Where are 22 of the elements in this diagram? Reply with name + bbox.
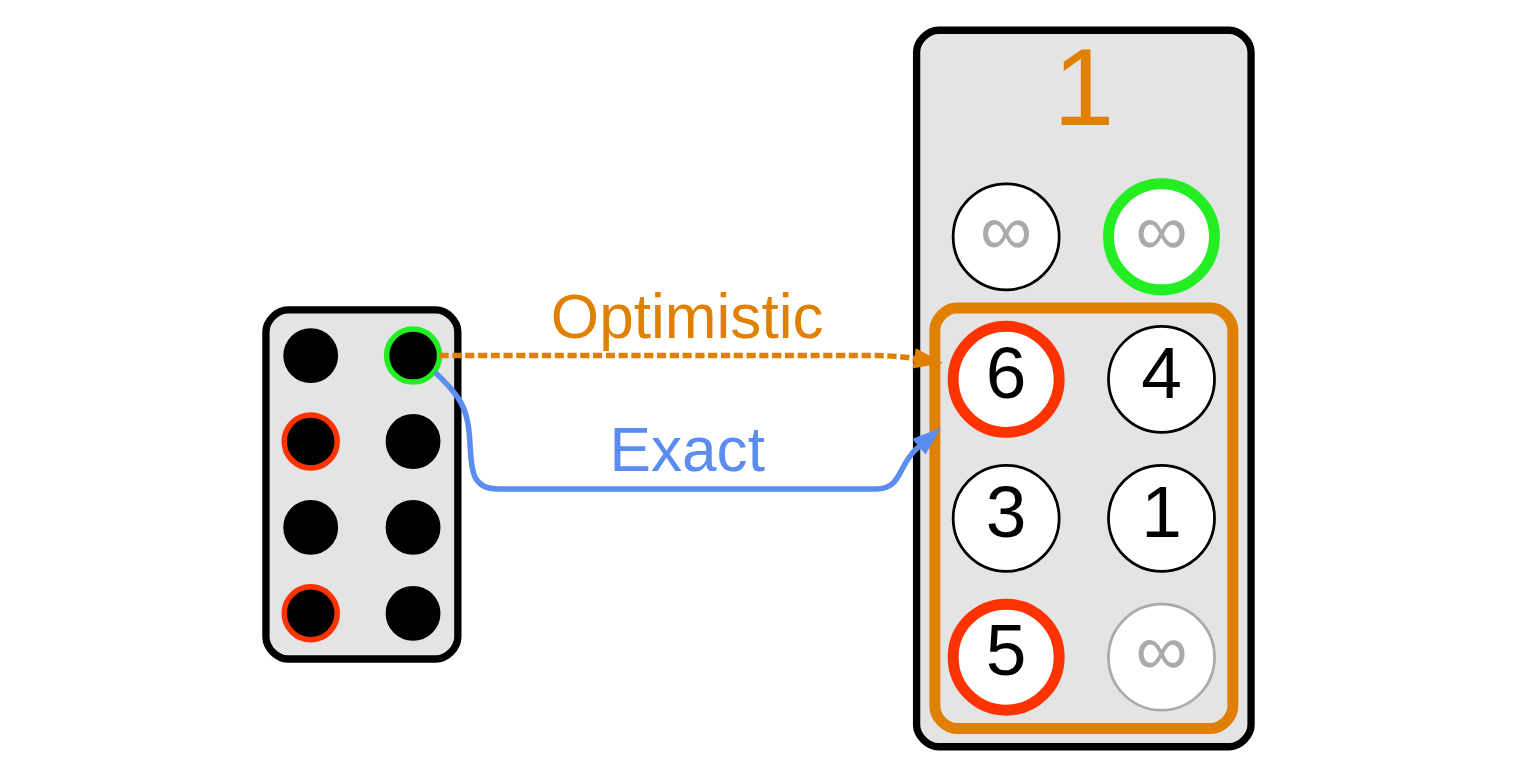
edge-label: Optimistic <box>550 281 824 351</box>
node-circle <box>283 328 339 383</box>
node-circle: ∞ <box>1103 178 1220 296</box>
node-circle: 3 <box>951 463 1061 573</box>
node-circle: 1 <box>1107 463 1216 573</box>
node-circle: 4 <box>1107 325 1216 434</box>
node-circle: 6 <box>947 320 1065 438</box>
node-circle <box>385 585 441 641</box>
node-circle <box>281 412 340 471</box>
node-circle <box>283 500 339 555</box>
cluster <box>929 302 1239 734</box>
arrow <box>439 348 944 369</box>
node-circle <box>281 584 340 643</box>
node-circle <box>383 326 443 385</box>
arrow <box>433 370 942 492</box>
node-circle: ∞ <box>1107 602 1216 712</box>
cluster <box>262 306 462 663</box>
edge-label: Exact <box>609 415 765 485</box>
node-circle <box>385 500 441 555</box>
node-circle: 5 <box>947 598 1065 716</box>
node-circle: ∞ <box>951 182 1061 292</box>
node-circle <box>385 414 441 469</box>
